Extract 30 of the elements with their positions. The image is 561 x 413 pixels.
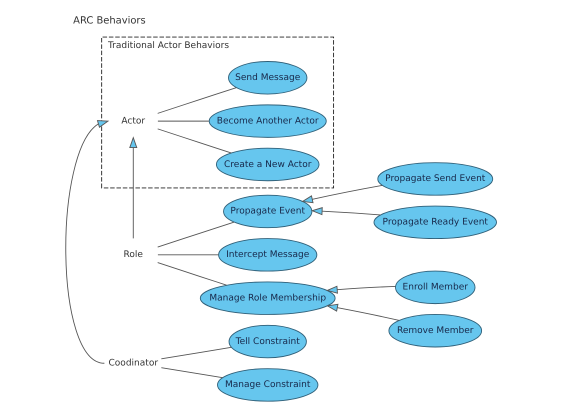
connector — [156, 87, 236, 114]
node-ellipse: Manage Constraint — [216, 368, 318, 402]
node-ellipse: Manage Role Membership — [199, 281, 336, 315]
connector — [156, 254, 218, 256]
arrow — [326, 304, 400, 321]
arrow — [64, 120, 109, 364]
connector — [156, 262, 227, 286]
connector — [160, 367, 223, 378]
diagram-title: ARC Behaviors — [72, 15, 146, 26]
connector — [160, 346, 232, 360]
connector — [156, 128, 232, 154]
node-ellipse: Enroll Member — [394, 270, 475, 304]
arrow — [325, 286, 396, 294]
node-ellipse: Propagate Event — [222, 194, 312, 228]
node-ellipse: Propagate Ready Event — [373, 206, 496, 240]
connector — [156, 222, 234, 248]
node-ellipse: Send Message — [228, 61, 307, 94]
node-ellipse: Intercept Message — [218, 238, 317, 272]
node-ellipse: Tell Constraint — [228, 324, 306, 358]
node-ellipse: Propagate Send Event — [376, 162, 493, 196]
node-text: Actor — [120, 116, 145, 126]
arrow — [310, 207, 380, 216]
node-ellipse: Create a New Actor — [215, 148, 319, 182]
connector — [156, 120, 209, 122]
arrow — [300, 184, 382, 204]
node-ellipse: Become Another Actor — [208, 104, 326, 138]
node-text: Role — [123, 250, 142, 260]
node-ellipse: Remove Member — [388, 314, 482, 348]
node-text: Coodinator — [108, 358, 158, 369]
arrow — [128, 136, 137, 239]
